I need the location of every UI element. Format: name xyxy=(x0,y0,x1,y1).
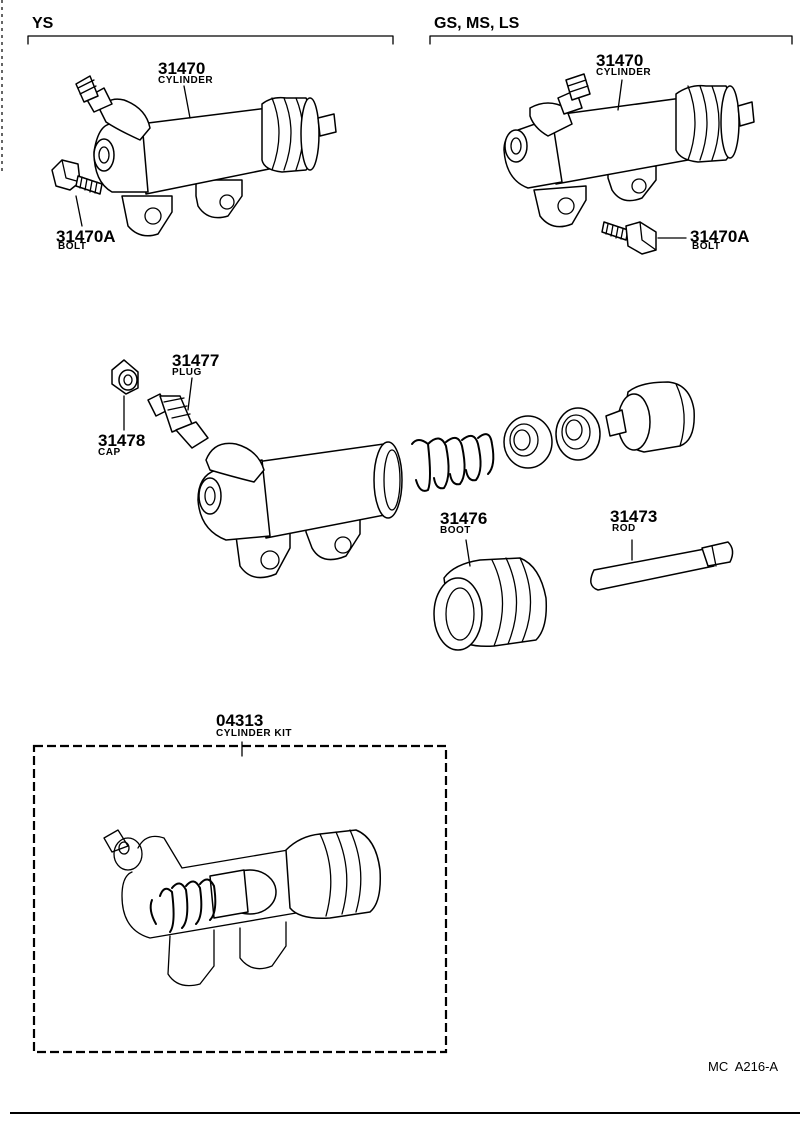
cap-drawing xyxy=(111,359,139,395)
part-number-cylinder-gs: 31470 xyxy=(596,51,644,70)
leader-boot xyxy=(465,539,471,567)
part-number-rod: 31473 xyxy=(610,507,658,526)
part-name-cylinder-kit: CYLINDER KIT xyxy=(216,728,292,739)
part-number-cylinder-ys: 31470 xyxy=(158,59,206,78)
part-name-plug: PLUG xyxy=(172,367,202,378)
part-name-bolt-ys: BOLT xyxy=(58,241,87,252)
kit-dashed-box xyxy=(32,744,448,1054)
part-number-plug: 31477 xyxy=(172,351,220,370)
section-label-gs-ms-ls: GS, MS, LS xyxy=(434,15,520,32)
gs-bolt-drawing xyxy=(601,221,657,255)
ys-bolt-drawing xyxy=(51,159,103,195)
kit-assembly-drawing xyxy=(103,829,382,987)
part-number-bolt-ys: 31470A xyxy=(56,227,116,246)
part-name-bolt-gs: BOLT xyxy=(692,241,721,252)
part-number-cylinder-kit: 04313 xyxy=(216,711,264,730)
piston-drawing xyxy=(605,381,695,453)
part-name-cylinder-ys: CYLINDER xyxy=(158,75,214,86)
boot-drawing xyxy=(433,557,548,651)
piston-cup-drawing xyxy=(503,415,553,469)
part-name-cylinder-gs: CYLINDER xyxy=(596,67,652,78)
gs-section-bracket xyxy=(429,35,793,45)
section-label-ys: YS xyxy=(32,15,54,32)
part-name-rod: ROD xyxy=(612,523,636,534)
leader-plug xyxy=(187,377,193,411)
part-number-boot: 31476 xyxy=(440,509,488,528)
part-number-cap: 31478 xyxy=(98,431,146,450)
gs-cylinder-drawing xyxy=(503,73,755,228)
figure-code: MC A216-A xyxy=(708,1059,779,1074)
ys-section-bracket xyxy=(27,35,394,45)
piston-seal-drawing xyxy=(555,407,601,461)
leader-bolt-ys xyxy=(75,195,83,227)
leader-cyl-gs xyxy=(617,79,623,111)
exploded-cylinder-drawing xyxy=(197,441,403,579)
rod-drawing xyxy=(590,541,734,591)
part-name-boot: BOOT xyxy=(440,525,471,536)
ys-cylinder-drawing xyxy=(75,75,337,237)
leader-cyl-ys xyxy=(183,85,191,119)
part-name-cap: CAP xyxy=(98,447,121,458)
part-number-bolt-gs: 31470A xyxy=(690,227,750,246)
spring-drawing xyxy=(411,433,495,492)
plug-drawing xyxy=(147,393,209,449)
bottom-rule xyxy=(10,1112,800,1114)
